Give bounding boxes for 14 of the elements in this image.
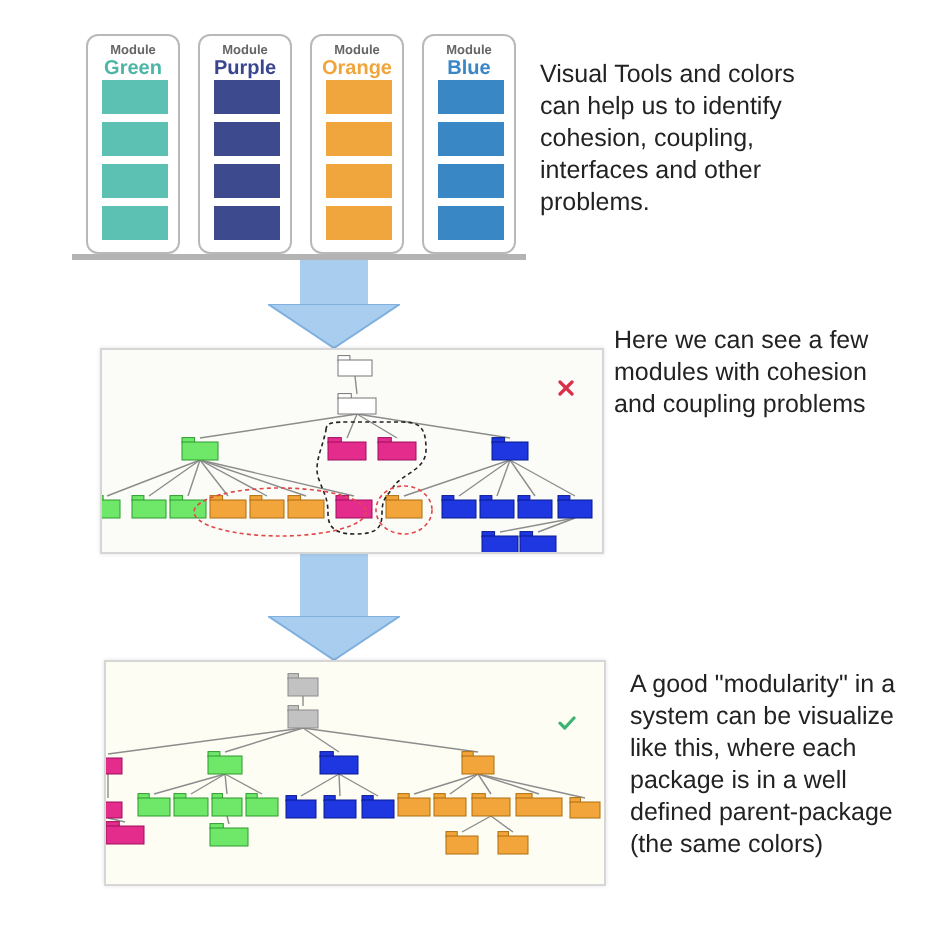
module-card <box>86 34 180 254</box>
card-title: Green <box>102 58 164 82</box>
card-title: Orange <box>319 58 394 82</box>
card-title: Blue <box>445 58 493 82</box>
description-text: Visual Tools and colors can help us to identify cohesion, coupling, interfaces and other problems. <box>540 58 797 218</box>
description-text: Here we can see a few modules with cohesion and coupling problems <box>614 324 871 420</box>
block-arrow <box>267 260 401 349</box>
shelf-bar <box>72 254 526 260</box>
block-arrow <box>267 554 401 661</box>
card-title: Purple <box>211 58 279 82</box>
module-card <box>198 34 292 254</box>
module-card <box>422 34 516 254</box>
module-card <box>310 34 404 254</box>
description-text: A good "modularity" in a system can be visualize like this, where each package is in a well defined parent-package (the same colors) <box>630 668 898 860</box>
